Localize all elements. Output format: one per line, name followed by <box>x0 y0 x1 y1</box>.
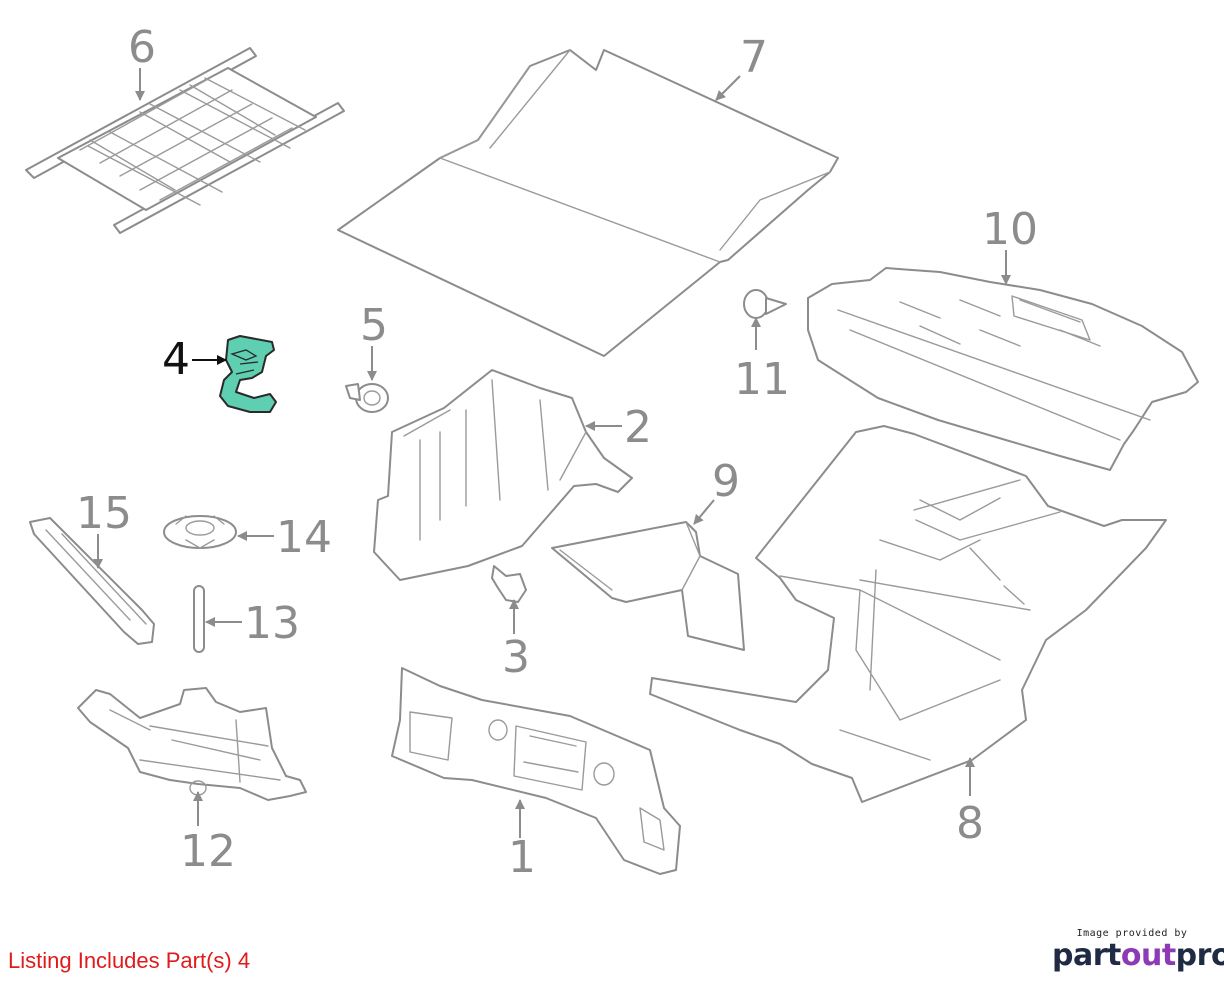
callout-2: 2 <box>624 402 652 453</box>
brand-name-end: pro <box>1175 938 1224 973</box>
part-9-cover <box>551 521 745 651</box>
brand-name: partoutpro <box>1052 938 1224 973</box>
leader-7 <box>715 75 741 101</box>
listing-includes-note: Listing Includes Part(s) 4 <box>8 948 251 973</box>
part-13-rod <box>193 585 205 653</box>
callout-15: 15 <box>76 488 132 539</box>
part-3-push-clip <box>491 565 527 603</box>
brand-name-start: part <box>1052 938 1121 973</box>
callout-5: 5 <box>360 300 388 351</box>
callout-8: 8 <box>956 798 984 849</box>
callout-leaders <box>93 68 1011 838</box>
leader-9 <box>693 499 715 525</box>
part-10-rear-shelf <box>807 267 1199 471</box>
callout-6: 6 <box>128 22 156 73</box>
callout-14: 14 <box>276 512 332 563</box>
part-12-scissor-jack <box>77 687 307 801</box>
part-2-wheel-housing <box>373 369 633 581</box>
part-7-trunk-board <box>337 49 839 357</box>
callout-labels: 1 2 3 4 5 6 7 8 9 10 11 12 13 14 15 <box>76 22 1038 883</box>
callout-1: 1 <box>508 832 536 883</box>
part-15-jack-handle <box>29 517 155 645</box>
partoutpro-logo[interactable]: Image provided by partoutpro <box>1052 928 1224 973</box>
part-1-rear-panel <box>391 667 681 875</box>
callout-12: 12 <box>180 826 236 877</box>
callout-13: 13 <box>244 598 300 649</box>
brand-caption: Image provided by <box>1076 928 1188 939</box>
callout-4: 4 <box>162 334 190 385</box>
callout-11: 11 <box>734 354 790 405</box>
callout-7: 7 <box>740 32 768 83</box>
part-6-cargo-net <box>25 47 345 234</box>
part-8-floor-pan <box>649 425 1167 803</box>
part-4-hook <box>219 335 277 413</box>
part-5-grommet <box>345 383 389 413</box>
callout-3: 3 <box>502 632 530 683</box>
callout-9: 9 <box>712 456 740 507</box>
part-11-push-pin <box>743 289 787 319</box>
brand-name-mid: out <box>1120 938 1176 973</box>
part-14-wing-nut <box>163 515 237 549</box>
callout-10: 10 <box>982 204 1038 255</box>
